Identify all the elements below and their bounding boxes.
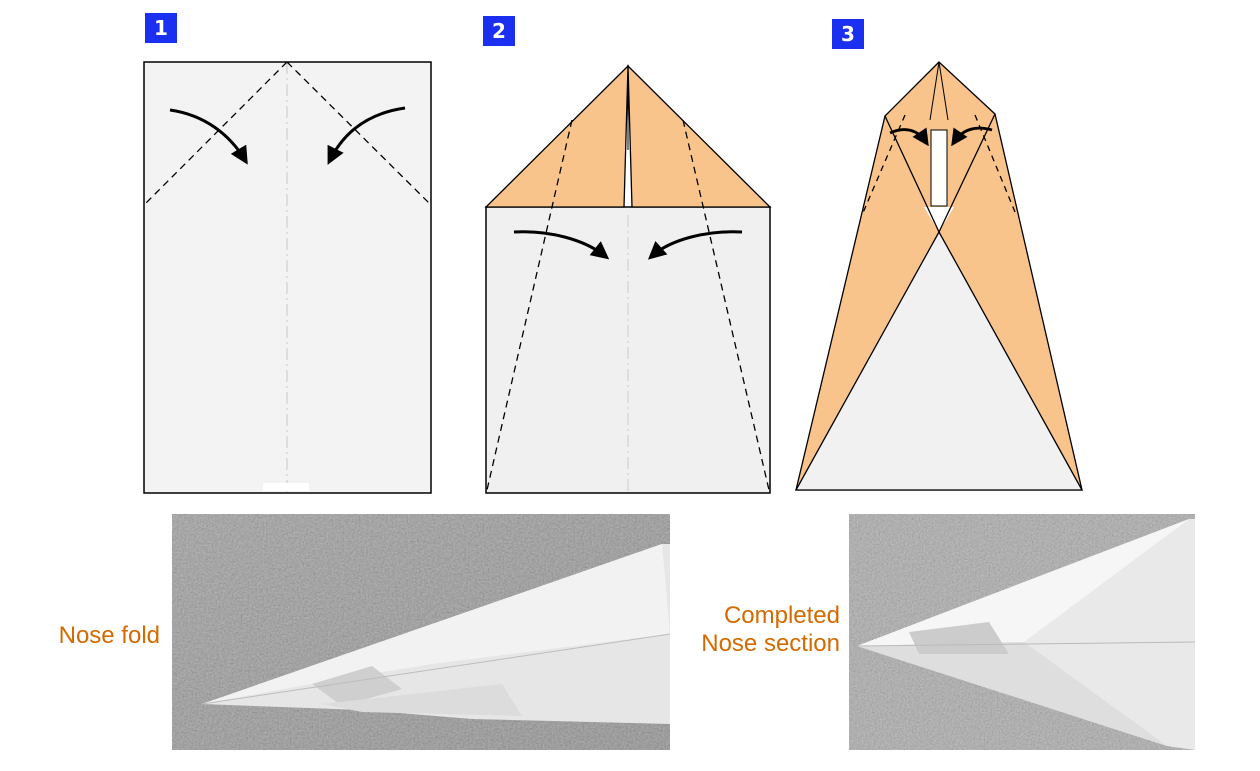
step-2-right-fold-line (682, 119, 770, 491)
step-1-right-fold-line (286, 61, 432, 206)
step-1-left-fold-line (143, 61, 288, 206)
step-2-left-flap (484, 64, 629, 208)
step-3-left-inner-edge (884, 115, 940, 233)
step-1-badge: 1 (145, 13, 177, 43)
step-2-left-arrow (513, 230, 610, 260)
step-3-right-arrow (951, 126, 993, 147)
completed-nose-photo (849, 514, 1195, 750)
step-3-left-arrow (889, 127, 929, 147)
step-3-diagram (794, 61, 1084, 491)
folding-diagrams (143, 61, 1084, 494)
step-3-center-slit (930, 129, 948, 207)
nose-fold-caption: Nose fold (40, 622, 160, 650)
step-1-diagram (143, 61, 432, 494)
step-3-tip-left (929, 61, 940, 121)
step-1-bottom-gap (263, 483, 309, 491)
step-2-left-fold-line (486, 119, 573, 491)
step-3-number: 3 (841, 22, 855, 46)
step-2-right-flap (627, 64, 772, 208)
nose-fold-photo (172, 514, 670, 750)
step-3-center-gap (924, 207, 954, 232)
step-1-number: 1 (154, 16, 168, 40)
step-2-badge: 2 (483, 16, 515, 46)
completed-nose-caption-line2: Nose section (701, 630, 840, 657)
step-2-diagram (484, 64, 772, 494)
step-2-right-arrow (647, 230, 743, 260)
step-3-bottom-triangle (794, 230, 1084, 491)
step-2-number: 2 (492, 19, 506, 43)
nose-fold-caption-text: Nose fold (58, 622, 160, 649)
step-3-badge: 3 (832, 19, 864, 49)
step-1-right-arrow (327, 106, 406, 165)
completed-nose-caption: Completed Nose section (660, 602, 840, 658)
step-3-right-inner-edge (938, 113, 996, 233)
completed-nose-caption-line1: Completed (723, 602, 840, 629)
step-1-left-arrow (169, 108, 248, 165)
step-3-tip-right (938, 61, 949, 121)
step-3-left-fold-line (861, 114, 906, 216)
